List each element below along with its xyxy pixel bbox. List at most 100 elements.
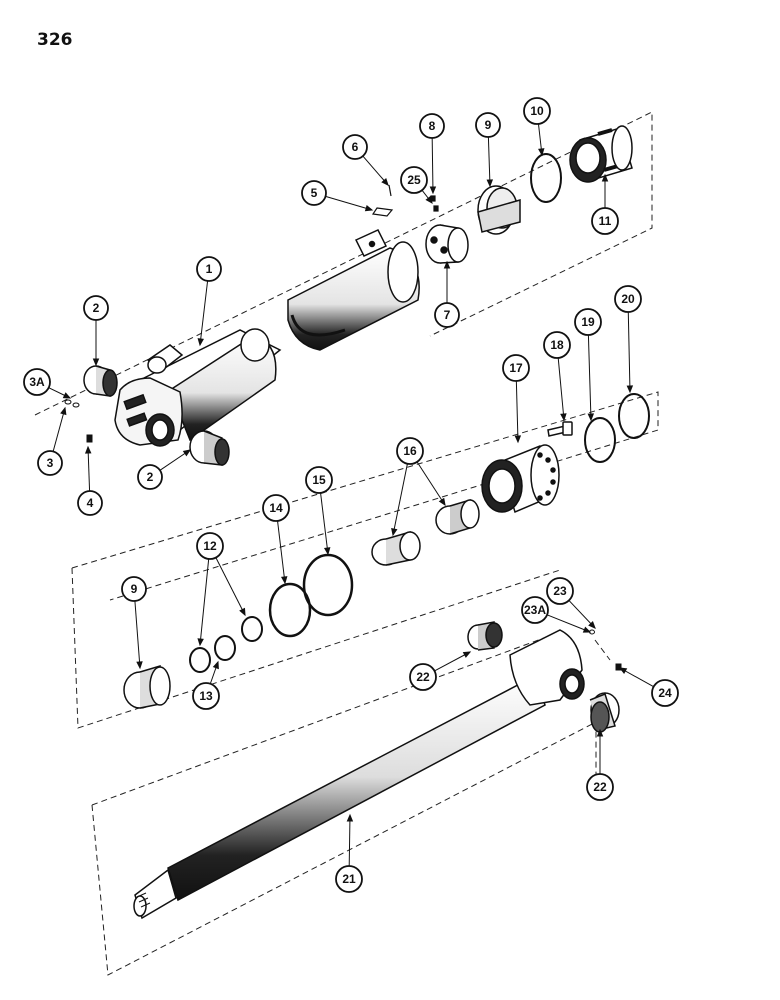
part-9-bearing-ring-top xyxy=(477,185,521,235)
callout-circle xyxy=(614,285,642,313)
callout-label: 18 xyxy=(550,338,564,352)
callout-c24: 24 xyxy=(651,679,679,707)
callout-circle xyxy=(574,308,602,336)
callout-circle xyxy=(121,576,147,602)
leader-line-c16 xyxy=(416,461,446,506)
part-16-bushings xyxy=(371,498,480,566)
leader-arrowhead-c2a xyxy=(92,358,100,367)
callout-c25: 25 xyxy=(400,166,428,194)
part-9-bearing-ring-bottom xyxy=(123,664,171,709)
callout-label: 14 xyxy=(269,501,283,515)
callout-circle xyxy=(262,494,290,522)
leader-arrowhead-c1 xyxy=(197,338,204,347)
leader-line-c9a xyxy=(487,136,491,187)
callout-c1: 1 xyxy=(196,256,222,282)
leader-arrowhead-c19 xyxy=(587,413,595,422)
callout-circle xyxy=(301,180,327,206)
leader-arrowhead-c3a xyxy=(62,392,72,399)
callout-c9b: 9 xyxy=(121,576,147,602)
leader-line-c5 xyxy=(325,195,373,211)
part-17-cylinder-head xyxy=(481,444,560,514)
leader-line-c9b xyxy=(134,600,141,669)
callout-c3a: 3A xyxy=(23,368,51,396)
callout-circle xyxy=(196,256,222,282)
leader-arrowhead-c8 xyxy=(429,186,437,195)
leader-line-c17 xyxy=(515,380,519,443)
leader-arrowhead-c6 xyxy=(381,177,389,186)
leader-line-c18 xyxy=(557,357,565,421)
callout-label: 21 xyxy=(342,872,356,886)
callout-label: 23 xyxy=(553,584,567,598)
leader-line-c1 xyxy=(199,280,209,346)
callout-label: 7 xyxy=(444,308,451,322)
callout-label: 15 xyxy=(312,473,326,487)
callout-circle xyxy=(543,331,571,359)
leader-line-c3 xyxy=(52,407,66,452)
callout-circle xyxy=(335,865,363,893)
callout-c3: 3 xyxy=(37,450,63,476)
leader-arrowhead-c18 xyxy=(560,413,567,422)
leader-arrowhead-c12 xyxy=(197,638,204,647)
callout-circle xyxy=(502,354,530,382)
callout-c15: 15 xyxy=(305,466,333,494)
callout-circle xyxy=(137,464,163,490)
part-2-bushings xyxy=(83,365,230,466)
callout-c8: 8 xyxy=(419,113,445,139)
callout-circle xyxy=(434,302,460,328)
callout-c16: 16 xyxy=(396,437,424,465)
callout-label: 22 xyxy=(593,780,607,794)
leader-arrowhead-c16 xyxy=(391,527,398,537)
leader-arrowhead-c11 xyxy=(601,173,609,182)
callout-c2a: 2 xyxy=(83,295,109,321)
leader-line-c21 xyxy=(348,814,351,867)
leader-arrowhead-c7 xyxy=(443,260,451,269)
callout-c23: 23 xyxy=(546,577,574,605)
callout-c11: 11 xyxy=(591,207,619,235)
callout-circle xyxy=(83,295,109,321)
leader-arrowhead-c24 xyxy=(618,667,628,674)
callout-c6: 6 xyxy=(342,134,368,160)
callout-c7: 7 xyxy=(434,302,460,328)
leader-arrowhead-c9b xyxy=(136,661,143,670)
page-number: 326 xyxy=(37,30,73,50)
callout-c22b: 22 xyxy=(586,773,614,801)
leader-line-c4 xyxy=(87,446,91,492)
callout-label: 5 xyxy=(311,186,318,200)
callout-label: 24 xyxy=(658,686,672,700)
callout-c13: 13 xyxy=(192,682,220,710)
callout-circle xyxy=(586,773,614,801)
leader-arrowhead-c23a xyxy=(582,626,592,633)
parts-12-13-rings xyxy=(189,616,263,673)
leader-arrowhead-c14 xyxy=(280,576,288,585)
callout-c10: 10 xyxy=(523,97,551,125)
callout-circle xyxy=(192,682,220,710)
callout-c5: 5 xyxy=(301,180,327,206)
rod-eye xyxy=(509,629,585,706)
leader-arrowhead-c12 xyxy=(239,607,246,617)
callout-circle xyxy=(400,166,428,194)
callout-label: 12 xyxy=(203,539,217,553)
leader-arrowhead-c25 xyxy=(425,195,433,205)
callout-circle xyxy=(342,134,368,160)
callout-c18: 18 xyxy=(543,331,571,359)
callout-circle xyxy=(546,577,574,605)
callout-c22a: 22 xyxy=(409,663,437,691)
part-11-gland xyxy=(569,125,633,183)
callout-label: 16 xyxy=(403,444,417,458)
leader-line-c15 xyxy=(320,492,329,555)
fittings-3-3a-4 xyxy=(64,399,93,443)
part-21-piston-rod xyxy=(133,674,546,920)
callout-label: 6 xyxy=(352,140,359,154)
leader-line-c22a xyxy=(434,651,471,672)
callout-label: 8 xyxy=(429,119,436,133)
leader-line-c8 xyxy=(431,137,434,194)
callout-circle xyxy=(591,207,619,235)
callout-label: 20 xyxy=(621,292,635,306)
leader-line-c23a xyxy=(546,614,591,633)
callout-circle xyxy=(419,113,445,139)
callout-label: 23A xyxy=(524,603,546,617)
callout-circle xyxy=(305,466,333,494)
callout-c23a: 23A xyxy=(521,596,549,624)
